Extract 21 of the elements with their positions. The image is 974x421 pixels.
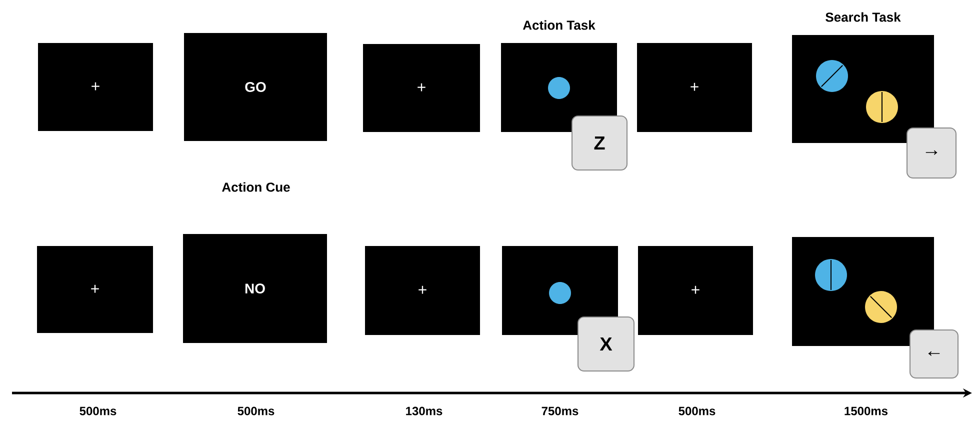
panel-heading: Action Cue — [222, 182, 290, 192]
fixation-screen: + — [38, 43, 153, 131]
fixation-screen: + — [37, 246, 153, 333]
duration-label: 130ms — [406, 406, 442, 416]
duration-label: 500ms — [678, 406, 716, 416]
duration-label: 750ms — [542, 406, 578, 416]
fixation-screen: + — [638, 246, 753, 335]
fixation-screen: + — [363, 44, 480, 132]
duration-label: 1500ms — [844, 406, 888, 416]
cue-screen: GO — [184, 33, 327, 141]
panel-heading: Action Task — [522, 20, 596, 30]
keyboard-key: X — [578, 316, 634, 372]
duration-label: 500ms — [238, 406, 274, 416]
panel-heading: Search Task — [826, 12, 901, 22]
cue-screen: NO — [183, 234, 327, 343]
keyboard-key: ← — [910, 330, 958, 378]
duration-label: 500ms — [80, 406, 116, 416]
fixation-screen: + — [365, 246, 480, 335]
keyboard-key: Z — [572, 116, 628, 170]
keyboard-key: → — [906, 128, 956, 178]
fixation-screen: + — [637, 43, 752, 132]
